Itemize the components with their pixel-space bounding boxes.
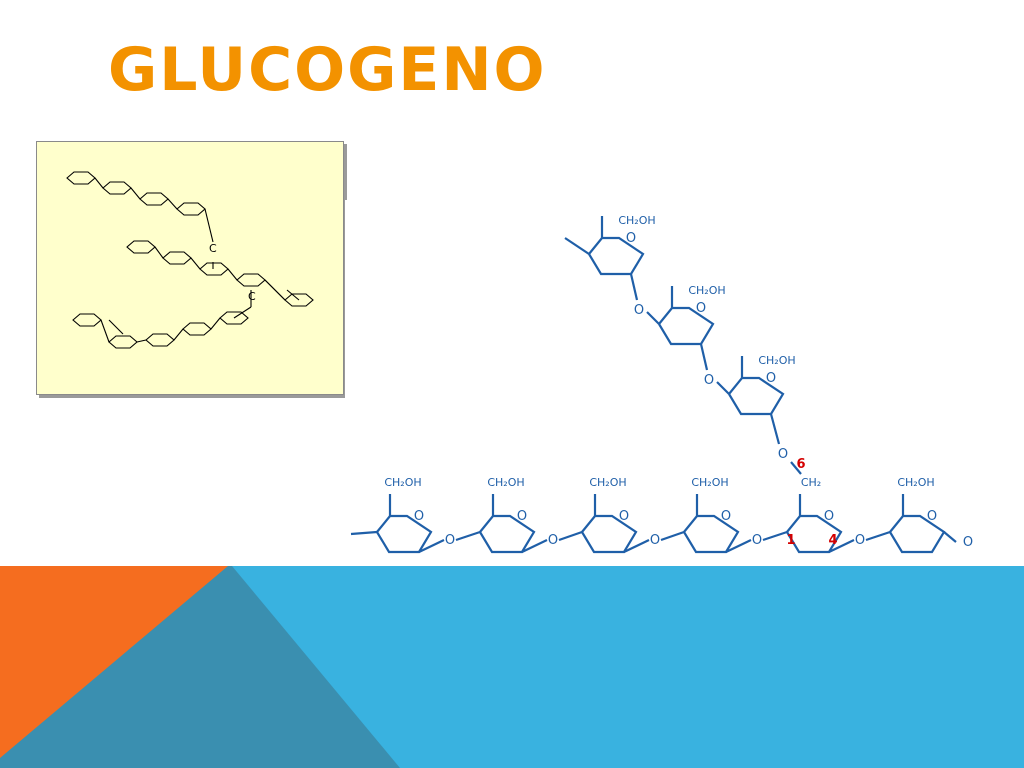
glucose-ring-icon xyxy=(139,192,169,206)
branch-scheme-svg: C C xyxy=(66,171,314,349)
ring-oxygen-label: O xyxy=(927,509,937,524)
glycosidic-bond xyxy=(623,539,650,553)
bond-line xyxy=(286,289,300,301)
glycosidic-bond xyxy=(646,311,660,325)
glucose-ring-icon xyxy=(236,273,266,287)
bond-line xyxy=(233,306,252,319)
ring-oxygen-label: O xyxy=(619,509,629,524)
glycosidic-bond xyxy=(762,530,788,542)
ring-oxygen-label: O xyxy=(766,371,776,386)
bond-line xyxy=(94,177,104,189)
glycosidic-oxygen-label: O xyxy=(650,533,660,548)
bond-line xyxy=(264,279,286,301)
ch2oh-group-label: CH₂OH xyxy=(688,284,725,297)
ring-oxygen-label: O xyxy=(414,509,424,524)
ring-oxygen-label: O xyxy=(626,231,636,246)
glycosidic-bond xyxy=(558,530,583,542)
bond-line xyxy=(173,328,184,341)
glycosidic-bond xyxy=(521,539,548,553)
alpha-1-6-bond xyxy=(769,413,781,445)
glycosidic-oxygen-label: O xyxy=(704,373,714,388)
glycosidic-oxygen-label: O xyxy=(855,533,865,548)
ring-oxygen-label: O xyxy=(696,301,706,316)
glucose-ring-icon xyxy=(219,311,249,325)
glycosidic-oxygen-label: O xyxy=(445,533,455,548)
carbon-number-6: 6 xyxy=(796,457,805,472)
branch-label: C xyxy=(248,290,256,303)
glycosidic-oxygen-label: O xyxy=(548,533,558,548)
glucose-ring-icon xyxy=(182,322,212,336)
bond-line xyxy=(190,257,201,270)
glycogen-structure-diagram: O CH₂OH O CH₂OH O CH₂OH O CH₂OH O CH₂ O CH₂OH O O O O O O… xyxy=(345,200,985,570)
bond-line xyxy=(154,246,164,259)
glycogen-branch-scheme: C C xyxy=(36,141,344,395)
slide-title: GLUCOGENO xyxy=(108,35,547,105)
terminal-oxygen-label: O xyxy=(963,535,973,550)
bottom-banner xyxy=(0,566,1024,768)
banner-orange xyxy=(0,566,228,758)
ch2oh-group-label: CH₂OH xyxy=(487,476,524,489)
carbon-number-1: 1 xyxy=(786,533,795,548)
ch2-group-label: CH₂ xyxy=(801,476,821,489)
bond-line xyxy=(210,317,221,330)
ch2oh-group-label: CH₂OH xyxy=(618,214,655,227)
glycosidic-bond xyxy=(716,381,730,395)
glucose-ring-icon xyxy=(102,181,132,195)
ch2oh-group-label: CH₂OH xyxy=(691,476,728,489)
chain-continuation-bond xyxy=(350,530,378,536)
ch2oh-group-label: CH₂OH xyxy=(384,476,421,489)
ch2oh-group-label: CH₂OH xyxy=(589,476,626,489)
glycosidic-bond xyxy=(828,539,855,553)
ring-oxygen-label: O xyxy=(824,509,834,524)
alpha-1-6-bond xyxy=(790,461,802,475)
glycosidic-bond xyxy=(455,530,481,542)
carbon-number-4: 4 xyxy=(828,533,837,548)
branch-label: C xyxy=(209,242,217,255)
glucose-ring-icon xyxy=(126,240,156,254)
glycosidic-bond xyxy=(418,539,445,553)
structure-svg: O CH₂OH O CH₂OH O CH₂OH O CH₂OH O CH₂ O CH₂OH O O O O O O… xyxy=(350,214,973,554)
glycosidic-bond xyxy=(865,530,891,542)
terminal-bond xyxy=(943,531,957,543)
glycosidic-bond xyxy=(629,273,639,301)
chain-continuation-bond xyxy=(564,237,590,255)
glucose-ring-icon xyxy=(162,251,192,265)
glycosidic-oxygen-label: O xyxy=(752,533,762,548)
ch2oh-group-label: CH₂OH xyxy=(758,354,795,367)
ring-oxygen-label: O xyxy=(517,509,527,524)
bond-line xyxy=(108,319,124,335)
glucose-ring-icon xyxy=(145,333,175,347)
glycosidic-oxygen-label: O xyxy=(634,303,644,318)
bond-line xyxy=(136,339,147,343)
ring-oxygen-label: O xyxy=(721,509,731,524)
glucose-ring-icon xyxy=(66,171,96,185)
bond-line xyxy=(130,187,141,200)
glycosidic-bond xyxy=(660,530,685,542)
glucose-ring-icon xyxy=(108,335,138,349)
glucose-ring-icon xyxy=(199,262,229,276)
glycosidic-bond xyxy=(699,343,709,371)
ch2oh-group-label: CH₂OH xyxy=(897,476,934,489)
glucose-ring-icon xyxy=(72,313,102,327)
bond-line xyxy=(167,198,178,210)
glycosidic-bond xyxy=(725,539,752,553)
branch-oxygen-label: O xyxy=(778,447,788,462)
bond-line xyxy=(204,208,214,243)
glucose-ring-icon xyxy=(176,202,206,216)
bond-line xyxy=(227,268,238,281)
bond-line xyxy=(100,319,110,343)
